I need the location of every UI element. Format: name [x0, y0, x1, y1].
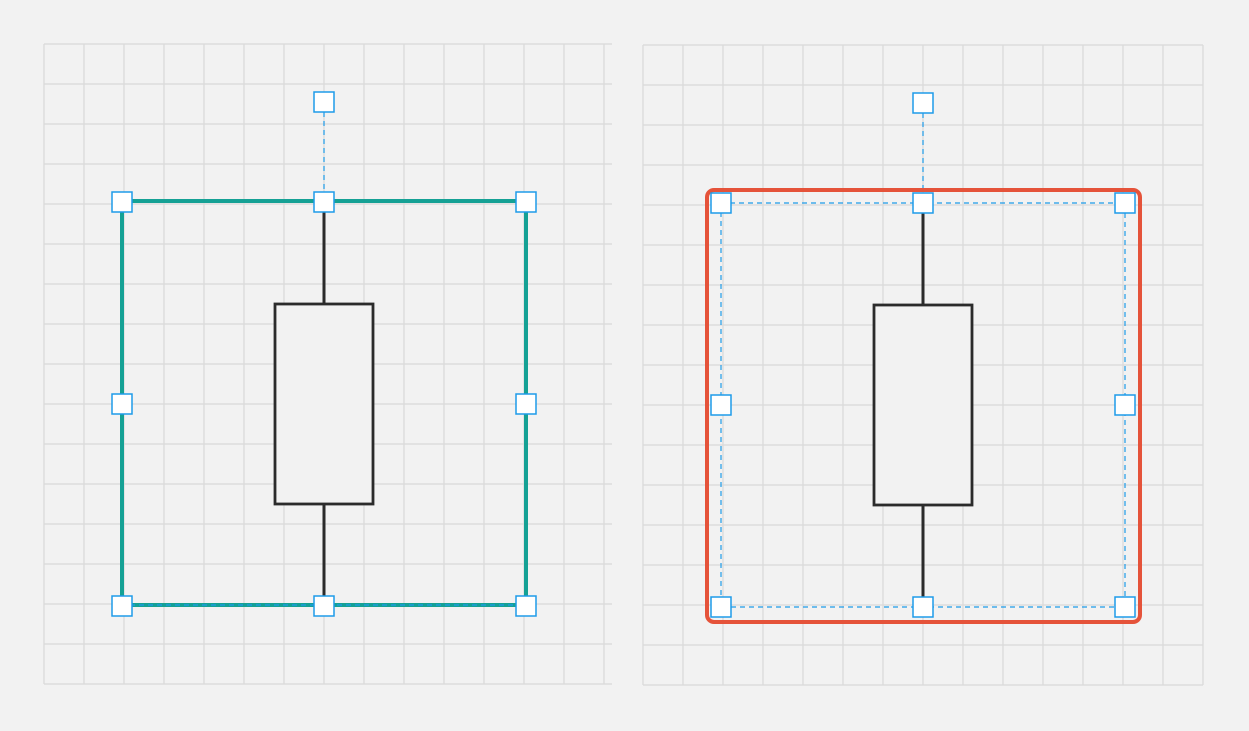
left-handle-top-left[interactable] — [111, 191, 133, 213]
right-handle-top-right[interactable] — [1114, 192, 1136, 214]
left-handle-middle-left[interactable] — [111, 393, 133, 415]
right-handle-middle-right[interactable] — [1114, 394, 1136, 416]
right-handle-top-left[interactable] — [710, 192, 732, 214]
right-resistor-body — [872, 303, 974, 507]
left-handle-bottom-right[interactable] — [515, 595, 537, 617]
left-handle-top-right[interactable] — [515, 191, 537, 213]
right-panel — [642, 44, 1204, 686]
right-handle-middle-left[interactable] — [710, 394, 732, 416]
right-handle-bottom-center[interactable] — [912, 596, 934, 618]
right-handle-bottom-right[interactable] — [1114, 596, 1136, 618]
right-handle-bottom-left[interactable] — [710, 596, 732, 618]
right-grid — [642, 44, 1204, 686]
right-handle-top-center[interactable] — [912, 192, 934, 214]
left-panel — [43, 43, 612, 685]
left-handle-top-center[interactable] — [313, 191, 335, 213]
left-resistor-component[interactable] — [273, 212, 375, 596]
left-rotate-handle[interactable] — [313, 91, 335, 113]
left-handle-bottom-left[interactable] — [111, 595, 133, 617]
right-rotate-handle[interactable] — [912, 92, 934, 114]
left-handle-bottom-center[interactable] — [313, 595, 335, 617]
left-resistor-body — [273, 302, 375, 506]
right-resistor-component[interactable] — [872, 213, 974, 597]
left-handle-middle-right[interactable] — [515, 393, 537, 415]
right-highlight-frame — [705, 188, 1142, 624]
